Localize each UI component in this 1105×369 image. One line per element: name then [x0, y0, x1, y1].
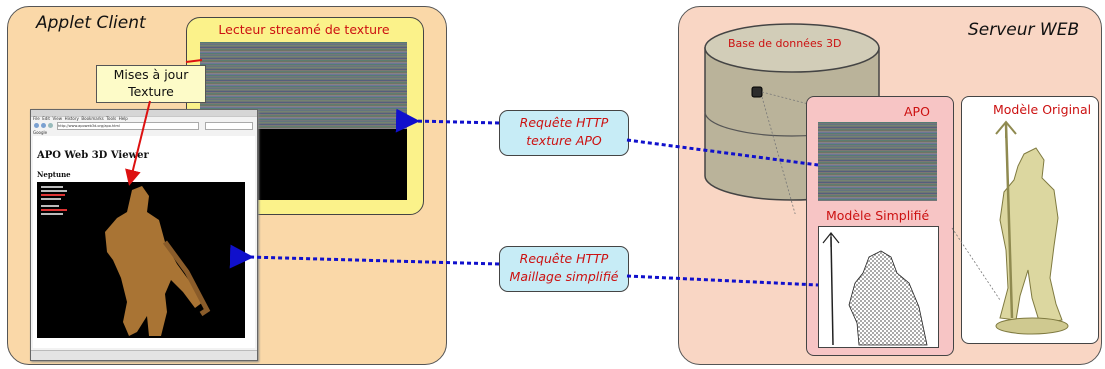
wireframe-statue-render [822, 232, 928, 346]
apo-label: APO [904, 104, 930, 119]
texture-reader-label: Lecteur streamé de texture [218, 22, 390, 37]
browser-url-bar: http://www.apoweb3d.org/apo.html [57, 122, 199, 130]
browser-bookmark: Google [33, 130, 48, 135]
viewer-info-panel [41, 185, 71, 217]
arrow-updates-to-viewer [125, 100, 151, 186]
arrow-mesh-request [229, 244, 500, 269]
original-model-label: Modèle Original [993, 102, 1092, 117]
request-mesh-line-1: Requête HTTP [519, 251, 609, 266]
viewer-model-name: Neptune [37, 170, 71, 179]
reload-icon [48, 123, 53, 128]
request-mesh-line-2: Maillage simplifié [509, 269, 619, 284]
forward-icon [41, 123, 46, 128]
browser-menubar: File Edit View History Bookmarks Tools H… [33, 116, 128, 121]
apo-texture-image [818, 122, 937, 201]
line-mesh-to-simplified [626, 274, 819, 287]
line-texture-to-apo [626, 138, 819, 167]
line-updates-to-texture [185, 59, 203, 63]
browser-titlebar [31, 110, 257, 117]
viewer-page-title: APO Web 3D Viewer [37, 150, 149, 161]
textured-statue-render [105, 186, 211, 336]
browser-search-box [205, 122, 253, 130]
simplified-model-label: Modèle Simplifié [826, 208, 930, 223]
original-statue-render [995, 120, 1069, 335]
browser-toolbar: http://www.apoweb3d.org/apo.html [33, 122, 255, 130]
updates-line-1: Mises à jour [113, 67, 189, 82]
web-server-title: Serveur WEB [968, 20, 1080, 40]
viewer-3d-canvas [37, 182, 245, 338]
request-texture-line-1: Requête HTTP [519, 115, 609, 130]
updates-line-2: Texture [128, 84, 174, 99]
applet-client-title: Applet Client [36, 13, 146, 33]
browser-page: APO Web 3D Viewer Neptune [33, 136, 255, 348]
request-texture-line-2: texture APO [526, 133, 602, 148]
arrow-texture-request [395, 108, 500, 133]
http-request-texture-box: Requête HTTP texture APO [499, 110, 629, 156]
browser-statusbar [31, 350, 257, 360]
http-request-mesh-box: Requête HTTP Maillage simplifié [499, 246, 629, 292]
texture-updates-box: Mises à jour Texture [96, 65, 206, 103]
browser-window: File Edit View History Bookmarks Tools H… [30, 109, 258, 361]
simplified-model-image [818, 226, 939, 348]
database-label: Base de données 3D [728, 37, 842, 50]
back-icon [34, 123, 39, 128]
